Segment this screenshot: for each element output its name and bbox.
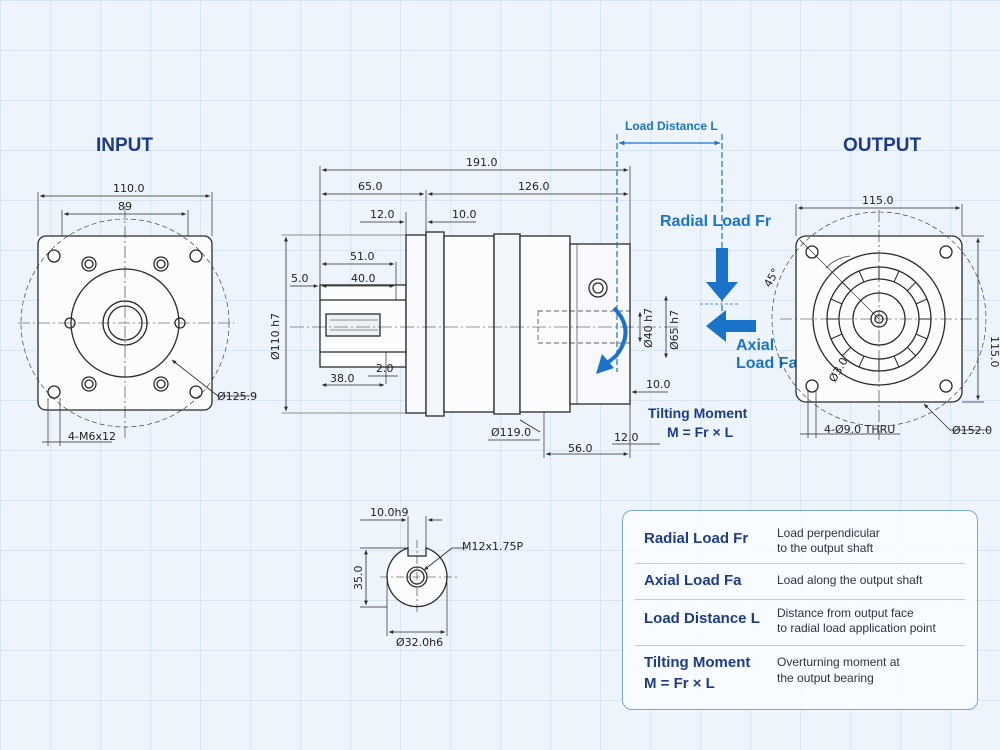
side-dim-dia65: Ø65 h7 xyxy=(668,310,681,350)
side-dim-38: 38.0 xyxy=(330,372,355,385)
legend-term: Radial Load Fr xyxy=(644,530,749,547)
shaft-section-view xyxy=(360,516,466,636)
side-dim-dia40: Ø40 h7 xyxy=(642,308,655,348)
input-flange-view xyxy=(18,192,250,446)
legend-desc-line: Distance from output face xyxy=(777,606,914,620)
legend-term: Load Distance L xyxy=(644,610,760,627)
tilting-moment-label-2: M = Fr × L xyxy=(667,424,734,440)
side-dim-12b: 12.0 xyxy=(614,431,639,444)
input-dim-89: 89 xyxy=(118,200,132,213)
radial-load-arrow xyxy=(706,248,738,301)
input-dim-bolt-circle: Ø125.9 xyxy=(217,390,257,403)
shaft-dim-key: 10.0h9 xyxy=(370,506,408,519)
legend-separator xyxy=(635,645,965,646)
input-title: INPUT xyxy=(96,135,153,156)
side-dim-56: 56.0 xyxy=(568,442,593,455)
legend-term-formula: M = Fr × L xyxy=(644,675,715,692)
legend-separator xyxy=(635,599,965,600)
shaft-dim-thread: M12x1.75P xyxy=(462,540,523,553)
axial-load-label-2: Load Fa xyxy=(736,355,797,372)
shaft-dim-height: 35.0 xyxy=(352,566,365,591)
side-dim-dia110: Ø110 h7 xyxy=(269,313,282,360)
side-dim-12: 12.0 xyxy=(370,208,395,221)
legend-desc-line: Overturning moment at xyxy=(777,655,900,669)
input-dim-110: 110.0 xyxy=(113,182,145,195)
legend-desc-line: the output bearing xyxy=(777,671,874,685)
output-dim-width: 115.0 xyxy=(862,194,894,207)
input-dim-threads: 4-M6x12 xyxy=(68,430,116,443)
side-dim-5: 5.0 xyxy=(291,272,309,285)
output-title: OUTPUT xyxy=(843,135,922,156)
gearbox-side-view xyxy=(282,166,680,458)
legend-panel: Radial Load Fr Load perpendicular to the… xyxy=(622,510,978,710)
legend-desc-line: to radial load application point xyxy=(777,621,936,635)
tilting-moment-label-1: Tilting Moment xyxy=(648,405,748,421)
radial-load-label: Radial Load Fr xyxy=(660,213,771,230)
side-dim-51: 51.0 xyxy=(350,250,375,263)
legend-term: Axial Load Fa xyxy=(644,572,742,589)
side-dim-10: 10.0 xyxy=(452,208,477,221)
axial-load-label-1: Axial xyxy=(736,337,774,354)
shaft-dim-dia: Ø32.0h6 xyxy=(396,636,443,649)
output-dim-angle: 45° xyxy=(761,266,782,289)
tilting-moment-arrow xyxy=(604,306,628,366)
side-dim-2: 2.0 xyxy=(376,362,394,375)
legend-desc-line: Load perpendicular xyxy=(777,526,880,540)
output-dim-bolt-circle: Ø152.0 xyxy=(952,424,992,437)
legend-term: Tilting Moment xyxy=(644,654,751,671)
output-spokes xyxy=(827,267,931,371)
tilting-moment-arrowhead xyxy=(596,354,614,374)
side-dim-191: 191.0 xyxy=(466,156,498,169)
legend-separator xyxy=(635,563,965,564)
side-dim-10b: 10.0 xyxy=(646,378,671,391)
side-dim-40: 40.0 xyxy=(351,272,376,285)
output-flange-view xyxy=(771,204,990,440)
side-dim-65: 65.0 xyxy=(358,180,383,193)
side-dim-dia119: Ø119.0 xyxy=(491,426,531,439)
legend-desc-line: Load along the output shaft xyxy=(777,573,923,587)
output-dim-holes: 4-Ø9.0 THRU xyxy=(824,423,895,436)
output-dim-height: 115.0 xyxy=(988,336,1000,368)
side-dim-126: 126.0 xyxy=(518,180,550,193)
load-distance-label: Load Distance L xyxy=(625,119,718,133)
legend-desc-line: to the output shaft xyxy=(777,541,874,555)
axial-load-arrow xyxy=(706,310,756,342)
